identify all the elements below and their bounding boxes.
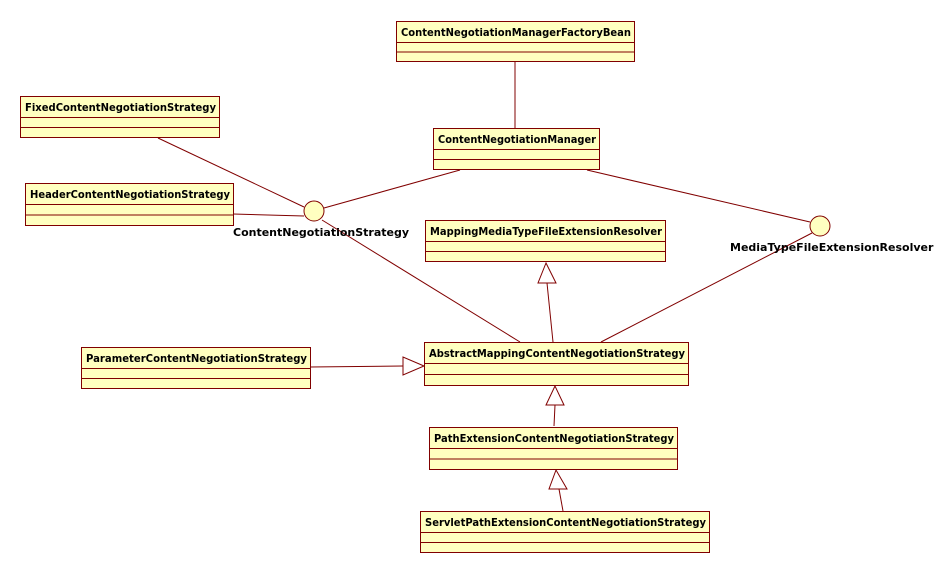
generalization-arrowhead-mapping [537, 261, 557, 284]
class-fixed[interactable]: FixedContentNegotiationStrategy [20, 96, 220, 138]
class-header[interactable]: HeaderContentNegotiationStrategy [25, 183, 234, 226]
classes: ContentNegotiationManagerFactoryBeanCont… [20, 21, 710, 553]
generalization-arrowhead-abstract-bottom [545, 384, 565, 406]
generalization-line-path-to-abstract [553, 404, 556, 427]
association-abstract-strategy [321, 219, 521, 343]
association-abstract-resolver [600, 232, 813, 343]
association-manager-strategy [323, 169, 461, 209]
association-fixed-strategy [157, 137, 305, 208]
class-path-ext[interactable]: PathExtensionContentNegotiationStrategy [429, 427, 678, 470]
generalization-line-servlet-to-path [558, 488, 564, 512]
generalization-line-parameter-to-abstract [309, 365, 404, 368]
class-manager[interactable]: ContentNegotiationManager [433, 128, 600, 170]
generalization-lines [309, 261, 568, 512]
class-name: AbstractMappingContentNegotiationStrateg… [429, 347, 685, 360]
class-name: FixedContentNegotiationStrategy [25, 101, 216, 114]
class-factory[interactable]: ContentNegotiationManagerFactoryBean [396, 21, 635, 62]
interface-strategy-iface[interactable]: ContentNegotiationStrategy [233, 200, 409, 239]
class-name: ContentNegotiationManagerFactoryBean [401, 26, 631, 39]
interface-resolver-iface[interactable]: MediaTypeFileExtensionResolver [730, 215, 934, 254]
generalization-arrowhead-path [548, 468, 568, 490]
generalization-arrowhead-abstract-left [402, 356, 426, 376]
class-name: ServletPathExtensionContentNegotiationSt… [425, 516, 706, 529]
interface-name: MediaTypeFileExtensionResolver [730, 241, 934, 254]
interface-name: ContentNegotiationStrategy [233, 226, 409, 239]
class-name: MappingMediaTypeFileExtensionResolver [430, 225, 663, 238]
class-name: ParameterContentNegotiationStrategy [86, 352, 307, 365]
class-name: PathExtensionContentNegotiationStrategy [434, 432, 674, 445]
class-name: HeaderContentNegotiationStrategy [30, 188, 230, 201]
interfaces: ContentNegotiationStrategyMediaTypeFileE… [233, 200, 934, 254]
class-abstract-mapping[interactable]: AbstractMappingContentNegotiationStrateg… [424, 342, 689, 386]
class-box [396, 21, 635, 62]
class-parameter[interactable]: ParameterContentNegotiationStrategy [81, 347, 311, 389]
class-name: ContentNegotiationManager [438, 133, 597, 146]
association-lines [157, 62, 813, 343]
interface-lollipop-icon [303, 200, 325, 222]
association-manager-resolver [586, 169, 811, 223]
interface-lollipop-icon [809, 215, 831, 237]
association-header-strategy [232, 213, 305, 217]
class-servlet-path-ext[interactable]: ServletPathExtensionContentNegotiationSt… [420, 511, 710, 553]
class-mapping-resolver[interactable]: MappingMediaTypeFileExtensionResolver [425, 220, 666, 262]
generalization-line-abstract-to-mapping [546, 282, 554, 343]
